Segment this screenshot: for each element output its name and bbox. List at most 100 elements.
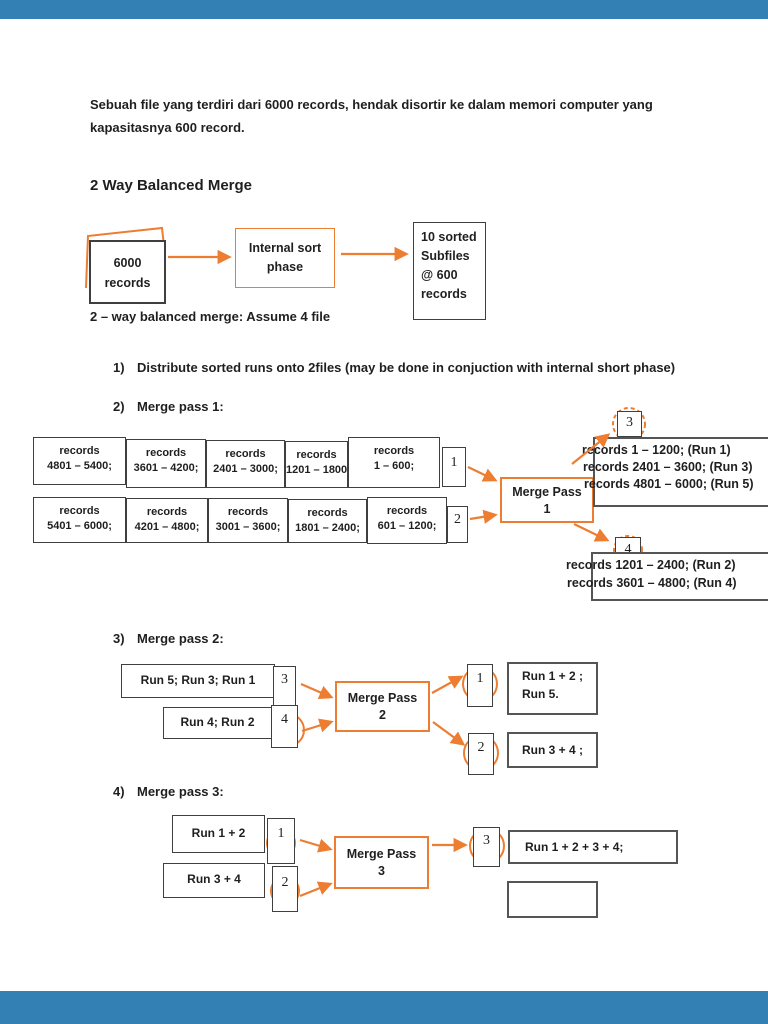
list-item-merge-pass-2: Merge pass 2: <box>137 631 224 646</box>
merge-pass-line: Merge Pass <box>347 691 418 705</box>
tape-cell: records 601 – 1200; <box>367 497 447 544</box>
tape-cell: records 4801 – 5400; <box>33 437 126 485</box>
subfiles-line: 10 sorted <box>421 230 477 244</box>
tape-cell: records 1201 – 1800; <box>285 441 351 488</box>
merge-pass-line: 1 <box>543 502 551 516</box>
output-run-line: records 4801 – 6000; (Run 5) <box>584 477 754 491</box>
cell-line: 3601 – 4200; <box>133 462 199 474</box>
tape-number-box: 2 <box>272 866 298 912</box>
list-item-distribute: Distribute sorted runs onto 2files (may … <box>137 360 676 375</box>
tape-cell: records 3601 – 4200; <box>126 439 206 488</box>
list-number: 4) <box>113 784 125 799</box>
output-number-box: 3 <box>473 827 500 867</box>
internal-sort-box: Internal sort phase <box>235 228 335 288</box>
tape-number-box: 2 <box>447 506 468 543</box>
merge-pass-1-box: Merge Pass 1 <box>500 477 594 523</box>
output-number-box: 1 <box>467 664 493 707</box>
run-result-box: Run 1 + 2 ; Run 5. <box>507 662 598 715</box>
merge-pass-line: 3 <box>378 864 385 878</box>
tape-number-box: 3 <box>273 666 296 708</box>
output-run-line: records 3601 – 4800; (Run 4) <box>567 576 737 590</box>
arrow-tape1-to-merge1 <box>467 466 498 482</box>
section-heading: 2 Way Balanced Merge <box>90 177 253 194</box>
cell-line: 1 – 600; <box>373 460 415 472</box>
cell-line: records <box>386 505 428 517</box>
output-box-bottom <box>591 552 768 601</box>
merge-pass-2-box: Merge Pass 2 <box>335 681 430 732</box>
run-result-box: Run 3 + 4 ; <box>507 732 598 768</box>
viewer-bottom-bar <box>0 991 768 1024</box>
cell-line: 5401 – 6000; <box>47 520 112 532</box>
list-number: 2) <box>113 399 125 414</box>
cell-line: records <box>146 506 188 518</box>
arrow-tape1-to-merge3 <box>299 838 333 853</box>
merge-pass-line: 2 <box>379 708 386 722</box>
output-run-line: records 2401 – 3600; (Run 3) <box>583 460 753 474</box>
output-number-box: 2 <box>468 733 494 775</box>
list-item-merge-pass-1: Merge pass 1: <box>137 399 224 414</box>
cell-line: records <box>59 445 100 457</box>
arrow-merge2-to-dest2 <box>432 721 466 746</box>
cell-line: records <box>225 448 266 460</box>
run-source-box: Run 1 + 2 <box>172 815 265 853</box>
tape-number-box: 4 <box>271 705 298 748</box>
output-box-top <box>593 437 768 507</box>
result-line: Run 1 + 2 + 3 + 4; <box>525 840 624 854</box>
tape-cell: records 1801 – 2400; <box>288 499 367 543</box>
cell-line: records <box>307 507 348 519</box>
list-number: 3) <box>113 631 125 646</box>
result-line: Run 1 + 2 ; Run 5. <box>509 664 596 703</box>
tape-number-box: 1 <box>267 818 295 864</box>
empty-result-box <box>507 881 598 918</box>
result-line: Run 5. <box>522 686 559 701</box>
tape-cell: records 2401 – 3000; <box>206 440 285 488</box>
list-item-merge-pass-3: Merge pass 3: <box>137 784 224 799</box>
arrow-tape2-to-merge3 <box>299 881 333 898</box>
internal-sort-line: phase <box>266 260 304 274</box>
sorted-subfiles-box: 10 sorted Subfiles @ 600 records <box>413 222 486 320</box>
tape-cell: records 1 – 600; <box>348 437 440 488</box>
run-result-box: Run 1 + 2 + 3 + 4; <box>508 830 678 864</box>
internal-sort-line: Internal sort <box>248 241 322 255</box>
result-line: Run 1 + 2 ; <box>522 669 584 683</box>
merge-pass-3-box: Merge Pass 3 <box>334 836 429 889</box>
cell-line: records <box>59 505 100 517</box>
output-run-line: records 1 – 1200; (Run 1) <box>582 443 731 457</box>
intro-paragraph: Sebuah file yang terdiri dari 6000 recor… <box>90 97 653 135</box>
source-file-line: records <box>104 276 151 290</box>
merge-pass-line: Merge Pass <box>346 847 417 861</box>
cell-line: 601 – 1200; <box>377 520 437 532</box>
subfiles-line: Subfiles <box>421 249 470 263</box>
output-number-box: 3 <box>617 411 642 437</box>
cell-line: records <box>296 449 337 461</box>
cell-line: records <box>373 445 415 457</box>
merge-pass-line: Merge Pass <box>512 485 582 499</box>
cell-line: 4801 – 5400; <box>47 460 112 472</box>
arrow-merge1-to-out4 <box>573 523 610 542</box>
source-file-box: 6000 records <box>89 240 166 304</box>
cell-line: 3001 – 3600; <box>215 521 281 533</box>
cell-line: 1201 – 1800; <box>286 464 351 476</box>
run-source-box: Run 5; Run 3; Run 1 <box>121 664 275 698</box>
arrow-tape3-to-merge2 <box>300 682 334 700</box>
arrow-tape4-to-merge2 <box>301 718 334 733</box>
flow-caption: 2 – way balanced merge: Assume 4 file <box>90 309 331 324</box>
tape-cell: records 5401 – 6000; <box>33 497 126 543</box>
tape-number-box: 1 <box>442 447 466 487</box>
cell-line: records <box>145 447 187 459</box>
cell-line: records <box>227 506 269 518</box>
tape-cell: records 4201 – 4800; <box>126 498 208 543</box>
viewer-top-bar <box>0 0 768 19</box>
run-source-box: Run 4; Run 2 <box>163 707 272 739</box>
cell-line: 2401 – 3000; <box>213 463 278 475</box>
output-run-line: records 1201 – 2400; (Run 2) <box>566 558 736 572</box>
source-file-line: 6000 <box>113 256 142 270</box>
cell-line: 4201 – 4800; <box>134 521 200 533</box>
arrow-merge2-to-dest1 <box>431 675 464 694</box>
run-source-box: Run 3 + 4 <box>163 863 265 898</box>
list-number: 1) <box>113 360 125 375</box>
tape-cell: records 3001 – 3600; <box>208 498 288 543</box>
subfiles-line: records <box>421 287 467 301</box>
subfiles-line: @ 600 <box>421 268 458 282</box>
